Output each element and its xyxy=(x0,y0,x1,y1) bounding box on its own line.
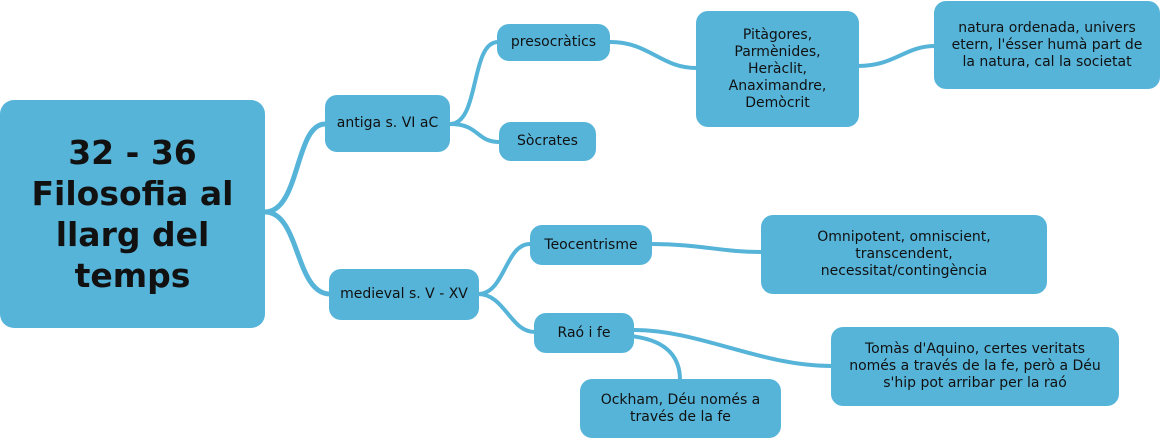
node-presocratics-names[interactable]: Pitàgores, Parmènides, Heràclit, Anaxima… xyxy=(696,11,859,127)
node-teocentrisme[interactable]: Teocentrisme xyxy=(530,225,652,265)
link-raofe-tomas xyxy=(632,328,834,368)
node-ockham[interactable]: Ockham, Déu només a través de la fe xyxy=(580,379,781,438)
node-antiga[interactable]: antiga s. VI aC xyxy=(325,95,450,152)
node-rao-fe[interactable]: Raó i fe xyxy=(534,313,634,353)
link-root-antiga xyxy=(262,121,328,215)
link-teocentrisme-desc xyxy=(650,242,764,254)
node-teocentrisme-desc[interactable]: Omnipotent, omniscient, transcendent, ne… xyxy=(761,215,1047,294)
link-antiga-socrates xyxy=(448,122,502,144)
link-raofe-ockham xyxy=(628,334,682,382)
link-antiga-presocratics xyxy=(448,40,500,126)
node-tomas-aquino[interactable]: Tomàs d'Aquino, certes veritats només a … xyxy=(831,327,1119,406)
link-root-medieval xyxy=(262,209,333,297)
link-names-ideas xyxy=(856,44,937,68)
link-medieval-raofe xyxy=(476,292,537,334)
root-topic[interactable]: 32 - 36 Filosofia al llarg del temps xyxy=(0,100,265,328)
node-medieval[interactable]: medieval s. V - XV xyxy=(329,269,479,320)
node-presocratics[interactable]: presocràtics xyxy=(497,24,610,61)
link-medieval-teocentrisme xyxy=(476,242,532,296)
link-presocratics-names xyxy=(608,40,699,70)
node-presocratics-ideas[interactable]: natura ordenada, univers etern, l'ésser … xyxy=(934,1,1160,89)
node-socrates[interactable]: Sòcrates xyxy=(499,122,596,161)
